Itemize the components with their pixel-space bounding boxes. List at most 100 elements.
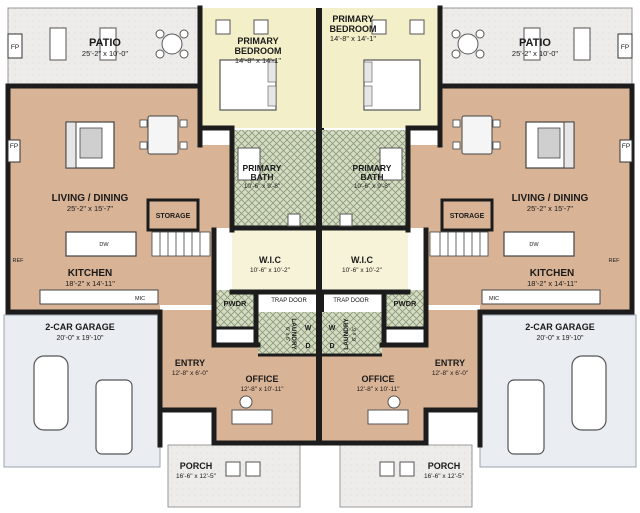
dining-chairs (452, 119, 501, 150)
washer-label: W (329, 325, 336, 332)
dryer-label: D (329, 343, 334, 350)
living-sofa (525, 121, 575, 169)
kitchen-dims: 18'-2" x 14'-11" (65, 279, 115, 288)
patio-furniture (451, 27, 591, 61)
bath-label-2: BATH (251, 172, 274, 182)
entry-dims: 12'-8" x 6'-0" (172, 370, 209, 377)
porch-label: PORCH (428, 461, 461, 471)
porch-floor (339, 444, 473, 508)
garage-floor (479, 314, 637, 468)
porch-label: PORCH (180, 461, 213, 471)
pwdr-label: PWDR (224, 299, 247, 308)
bath-fixtures (339, 147, 403, 227)
bedroom-dims: 14'-8" x 14'-1" (235, 56, 281, 65)
unit-left: PATIO 25'-2" x 10'-0" PRIMARY BEDROOM 14… (3, 5, 324, 508)
office-desk (231, 395, 273, 425)
entry-label: ENTRY (435, 358, 465, 368)
kitchen-counter (39, 289, 159, 305)
fireplace (619, 139, 633, 163)
bedroom-label-1: PRIMARY (237, 36, 278, 46)
ref-label: REF (609, 258, 621, 264)
office-dims: 12'-8" x 10'-11" (356, 386, 400, 393)
laundry-dims: 6' x 6' (284, 327, 290, 341)
storage-floor (148, 200, 198, 230)
kitchen-label: KITCHEN (68, 268, 112, 279)
entry-label: ENTRY (175, 358, 205, 368)
mic-label: MIC (135, 296, 145, 302)
garage-cars (507, 355, 607, 455)
laundry-label: LAUNDRY (343, 318, 350, 350)
bed (363, 59, 421, 111)
storage-label: STORAGE (156, 213, 191, 220)
stairs (151, 231, 211, 257)
trap-door-label: TRAP DOOR (333, 298, 369, 304)
living-label: LIVING / DINING (512, 193, 589, 204)
bedroom-label-1: PRIMARY (332, 14, 373, 24)
office-dims: 12'-8" x 10'-11" (240, 386, 284, 393)
bedroom-chairs (215, 19, 269, 35)
porch-dims: 16'-6" x 12'-5" (176, 473, 217, 480)
bath-dims: 10'-6" x 9'-8" (244, 183, 281, 190)
garage-label: 2-CAR GARAGE (525, 322, 595, 332)
dw-label: DW (529, 242, 539, 248)
living-dims: 25'-2" x 15'-7" (527, 204, 573, 213)
living-label: LIVING / DINING (52, 193, 129, 204)
wic-dims: 10'-6" x 10'-2" (342, 267, 383, 274)
bath-dims: 10'-6" x 9'-8" (354, 183, 391, 190)
kitchen-island (503, 231, 575, 257)
patio-dims: 25'-2" x 10'-0" (82, 49, 128, 58)
porch-chairs (379, 461, 415, 477)
bath-label-1: PRIMARY (243, 163, 282, 173)
wic-floor (232, 230, 318, 292)
wic-label: W.I.C (259, 255, 281, 265)
dining-table (461, 115, 493, 155)
laundry-dims: 6' x 6' (352, 327, 358, 341)
garage-dims: 20'-0" x 19'-10" (537, 335, 584, 342)
fireplace (7, 139, 21, 163)
dw-label: DW (99, 242, 109, 248)
trap-door-label: TRAP DOOR (271, 298, 307, 304)
pwdr-floor (214, 290, 256, 328)
storage-floor (442, 200, 492, 230)
entry-dims: 12'-8" x 6'-0" (432, 370, 469, 377)
kitchen-island (65, 231, 137, 257)
stairs (429, 231, 489, 257)
wic-label: W.I.C (351, 255, 373, 265)
bath-label-2: BATH (361, 172, 384, 182)
office-label: OFFICE (362, 374, 395, 384)
bedroom-chairs (371, 19, 425, 35)
storage-label: STORAGE (450, 213, 485, 220)
washer-label: W (305, 325, 312, 332)
bedroom-label-2: BEDROOM (330, 24, 377, 34)
dining-table (147, 115, 179, 155)
bed (219, 59, 277, 111)
fireplace-patio (7, 33, 23, 59)
unit-right: PATIO 25'-2" x 10'-0" PRIMARY BEDROOM 14… (319, 5, 637, 508)
laundry-floor (258, 312, 318, 354)
fireplace-patio (617, 33, 633, 59)
fireplace-label: FP (622, 143, 630, 150)
office-desk (367, 395, 409, 425)
bath-fixtures (237, 147, 301, 227)
fireplace-patio-label: FP (621, 44, 629, 51)
garage-floor (3, 314, 161, 468)
dining-chairs (139, 119, 188, 150)
living-dims: 25'-2" x 15'-7" (67, 204, 113, 213)
bedroom-label-2: BEDROOM (235, 46, 282, 56)
pwdr-floor (384, 290, 426, 328)
patio-dims: 25'-2" x 10'-0" (512, 49, 558, 58)
kitchen-counter (481, 289, 601, 305)
living-sofa (65, 121, 115, 169)
patio-furniture (49, 27, 189, 61)
porch-chairs (225, 461, 261, 477)
laundry-floor (322, 312, 382, 354)
garage-dims: 20'-0" x 19'-10" (57, 335, 104, 342)
kitchen-dims: 18'-2" x 14'-11" (527, 279, 577, 288)
mic-label: MIC (489, 296, 499, 302)
garage-cars (33, 355, 133, 455)
patio-label: PATIO (519, 37, 551, 49)
bedroom-dims: 14'-8" x 14'-1" (330, 34, 376, 43)
wic-dims: 10'-6" x 10'-2" (250, 267, 291, 274)
laundry-label: LAUNDRY (290, 318, 297, 350)
